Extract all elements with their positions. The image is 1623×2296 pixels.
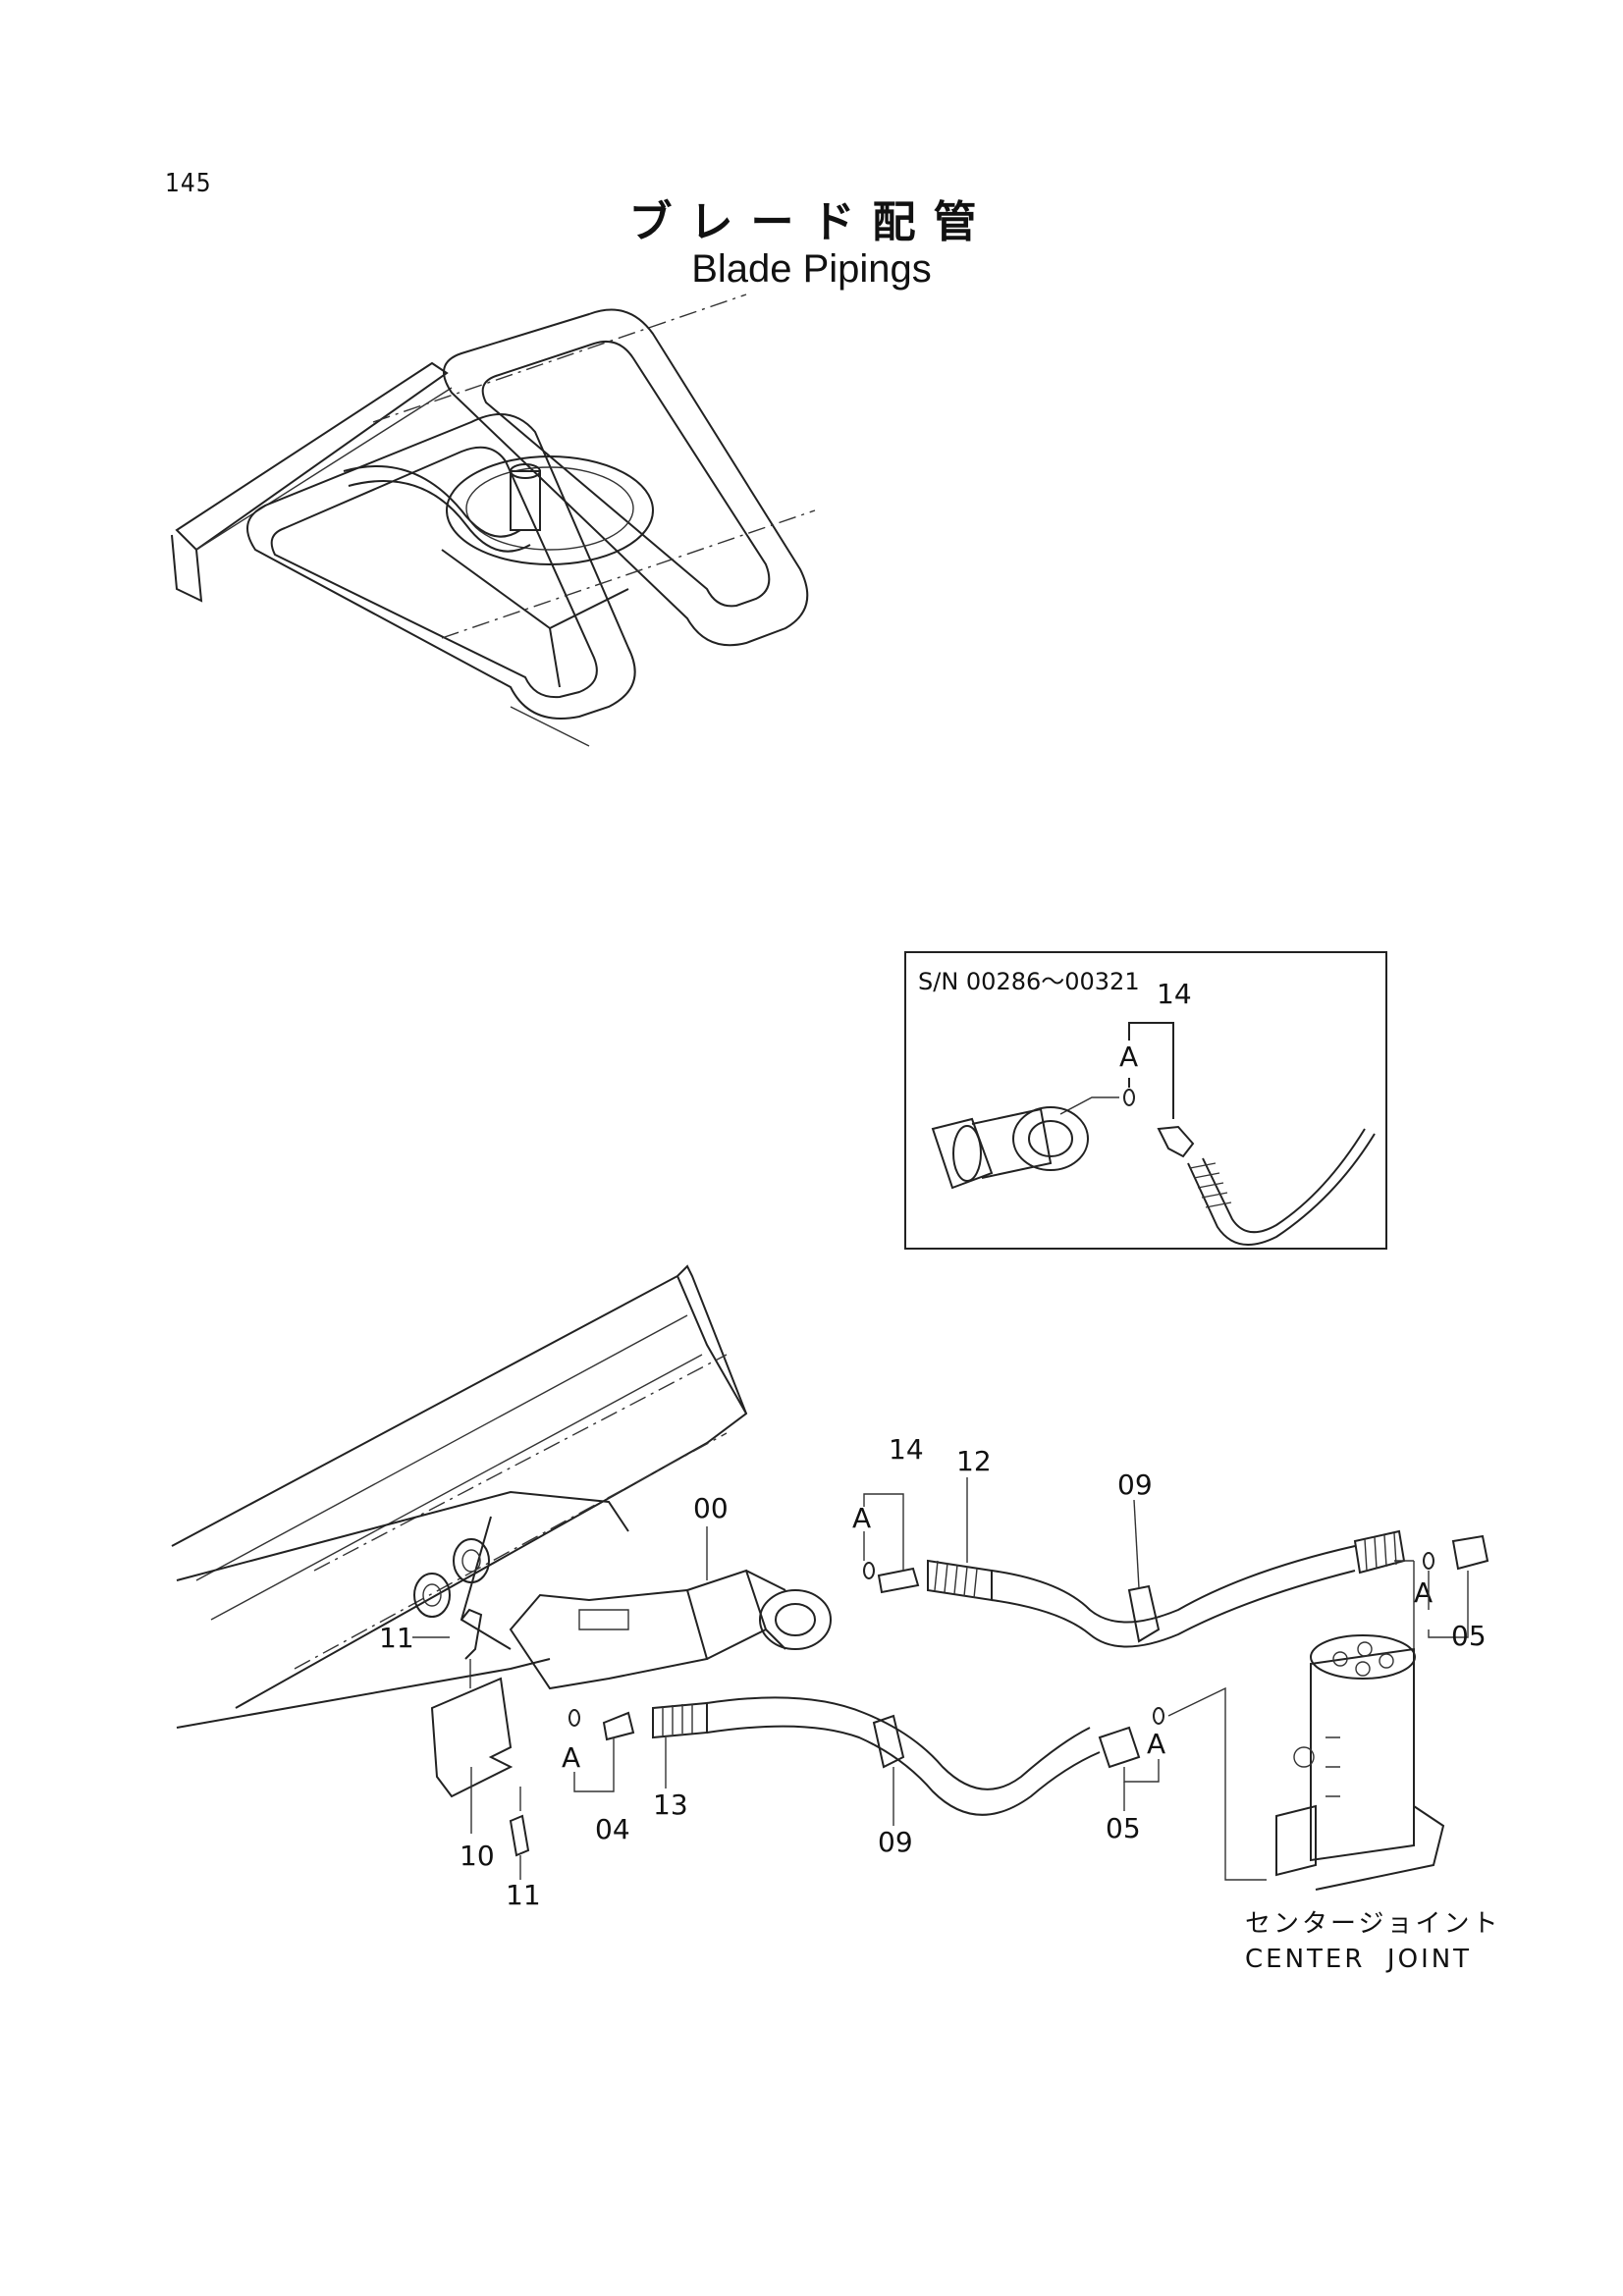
callout-port-a-2: A <box>1414 1576 1433 1609</box>
callout-04: 04 <box>595 1813 630 1845</box>
bracket-and-bolts <box>430 1608 530 1857</box>
callouts: 00 14 A 12 09 A 05 11 10 11 A 04 13 09 A… <box>379 1433 1487 1911</box>
blade-cylinder <box>509 1526 832 1690</box>
callout-port-a-1: A <box>852 1502 871 1534</box>
lower-hose <box>568 1686 1267 1881</box>
upper-hose <box>863 1529 1489 1648</box>
title-english: Blade Pipings <box>691 247 932 291</box>
callout-09-top: 09 <box>1117 1468 1153 1501</box>
callout-port-a-4: A <box>1147 1728 1165 1760</box>
callout-14: 14 <box>889 1433 924 1466</box>
callout-11-top: 11 <box>379 1622 414 1654</box>
callout-13: 13 <box>653 1789 688 1821</box>
title-japanese: ブレード配管 <box>628 197 995 247</box>
blade-assembly <box>171 1264 748 1729</box>
center-joint-label-english: CENTER JOINT <box>1245 1945 1472 1974</box>
undercarriage-overview <box>171 294 816 747</box>
callout-11-bottom: 11 <box>506 1879 541 1911</box>
callout-05-bottom: 05 <box>1106 1812 1141 1844</box>
callout-00: 00 <box>693 1492 729 1524</box>
inset-serial-range: S/N 00286～00321 <box>918 968 1140 995</box>
callout-12: 12 <box>956 1445 992 1477</box>
center-joint-label-japanese: センタージョイント <box>1245 1909 1500 1939</box>
inset-callout-port: A <box>1119 1041 1138 1073</box>
callout-10: 10 <box>460 1840 495 1872</box>
center-joint <box>1275 1560 1445 1891</box>
callout-09-bottom: 09 <box>878 1826 913 1858</box>
inset-callout-part: 14 <box>1157 978 1192 1010</box>
callout-port-a-3: A <box>562 1741 580 1774</box>
inset-panel: S/N 00286～00321 14 A <box>904 951 1387 1250</box>
page-number: 145 <box>165 169 212 198</box>
callout-05-right: 05 <box>1451 1620 1487 1652</box>
